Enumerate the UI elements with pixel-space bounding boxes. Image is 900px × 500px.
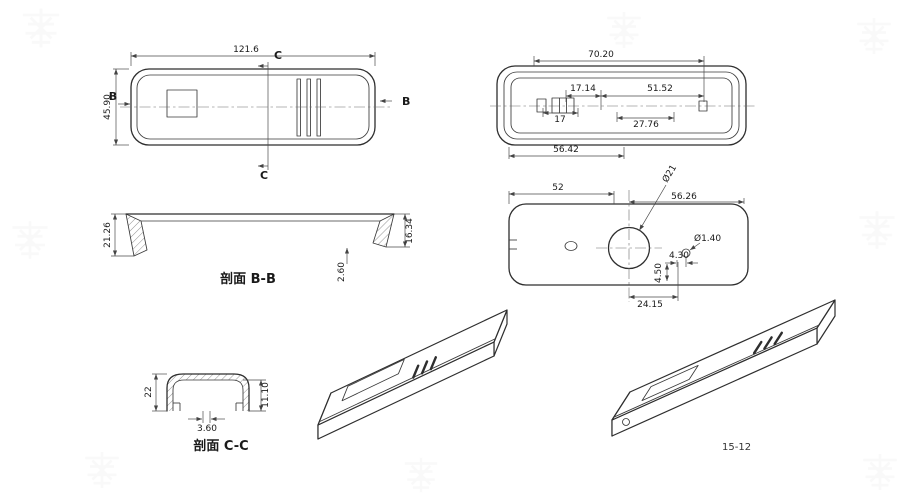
dim-bottom-450: 4.50 <box>654 263 664 283</box>
dim-bottom-5626: 56.26 <box>671 192 697 202</box>
section-bb-view: 21.26 16.34 2.60 剖面 B-B <box>103 213 415 287</box>
isometric-view-2 <box>611 299 836 437</box>
dim-small-hole-dia: Ø1.40 <box>694 233 721 244</box>
dim-bottom-2415: 24.15 <box>637 300 663 310</box>
section-marker-c-top: C <box>274 49 282 62</box>
dim-bb-left: 21.26 <box>103 222 113 248</box>
dim-top-total: 70.20 <box>588 50 614 60</box>
dim-front-length: 121.6 <box>233 45 259 55</box>
front-view: 121.6 45.90 C C B B <box>103 45 410 182</box>
dim-top-left: 17.14 <box>570 84 596 94</box>
dim-front-height: 45.90 <box>103 94 113 120</box>
bottom-view: Ø21 Ø1.40 52 56.26 4.30 4.50 24.15 <box>508 163 749 310</box>
dim-hole-dia: Ø21 <box>660 163 679 185</box>
dim-bottom-430: 4.30 <box>669 251 689 261</box>
dim-cc-1110: 11.10 <box>261 382 271 408</box>
dim-bb-right: 16.34 <box>405 218 415 244</box>
dim-bottom-52: 52 <box>552 183 563 193</box>
front-face-hole <box>622 418 630 426</box>
isometric-view-1 <box>317 309 508 440</box>
section-bb-label: 剖面 B-B <box>220 271 276 287</box>
dim-bb-wall: 2.60 <box>337 262 347 282</box>
part-code: 15-12 <box>722 442 751 453</box>
dim-cc-height: 22 <box>144 386 154 397</box>
section-cc-label: 剖面 C-C <box>193 438 248 454</box>
section-marker-b-left: B <box>109 90 117 103</box>
dim-top-2776: 27.76 <box>633 120 659 130</box>
section-marker-c-bottom: C <box>260 169 268 182</box>
section-marker-b-right: B <box>402 95 410 108</box>
top-inner-view: 70.20 17.14 51.52 17 27.76 56.42 <box>490 50 755 159</box>
dim-top-right: 51.52 <box>647 84 673 94</box>
dim-cc-360: 3.60 <box>197 424 217 434</box>
section-cc-view: 22 3.60 11.10 剖面 C-C <box>144 373 271 454</box>
dim-top-17: 17 <box>554 115 565 125</box>
dim-top-5642: 56.42 <box>553 145 579 155</box>
